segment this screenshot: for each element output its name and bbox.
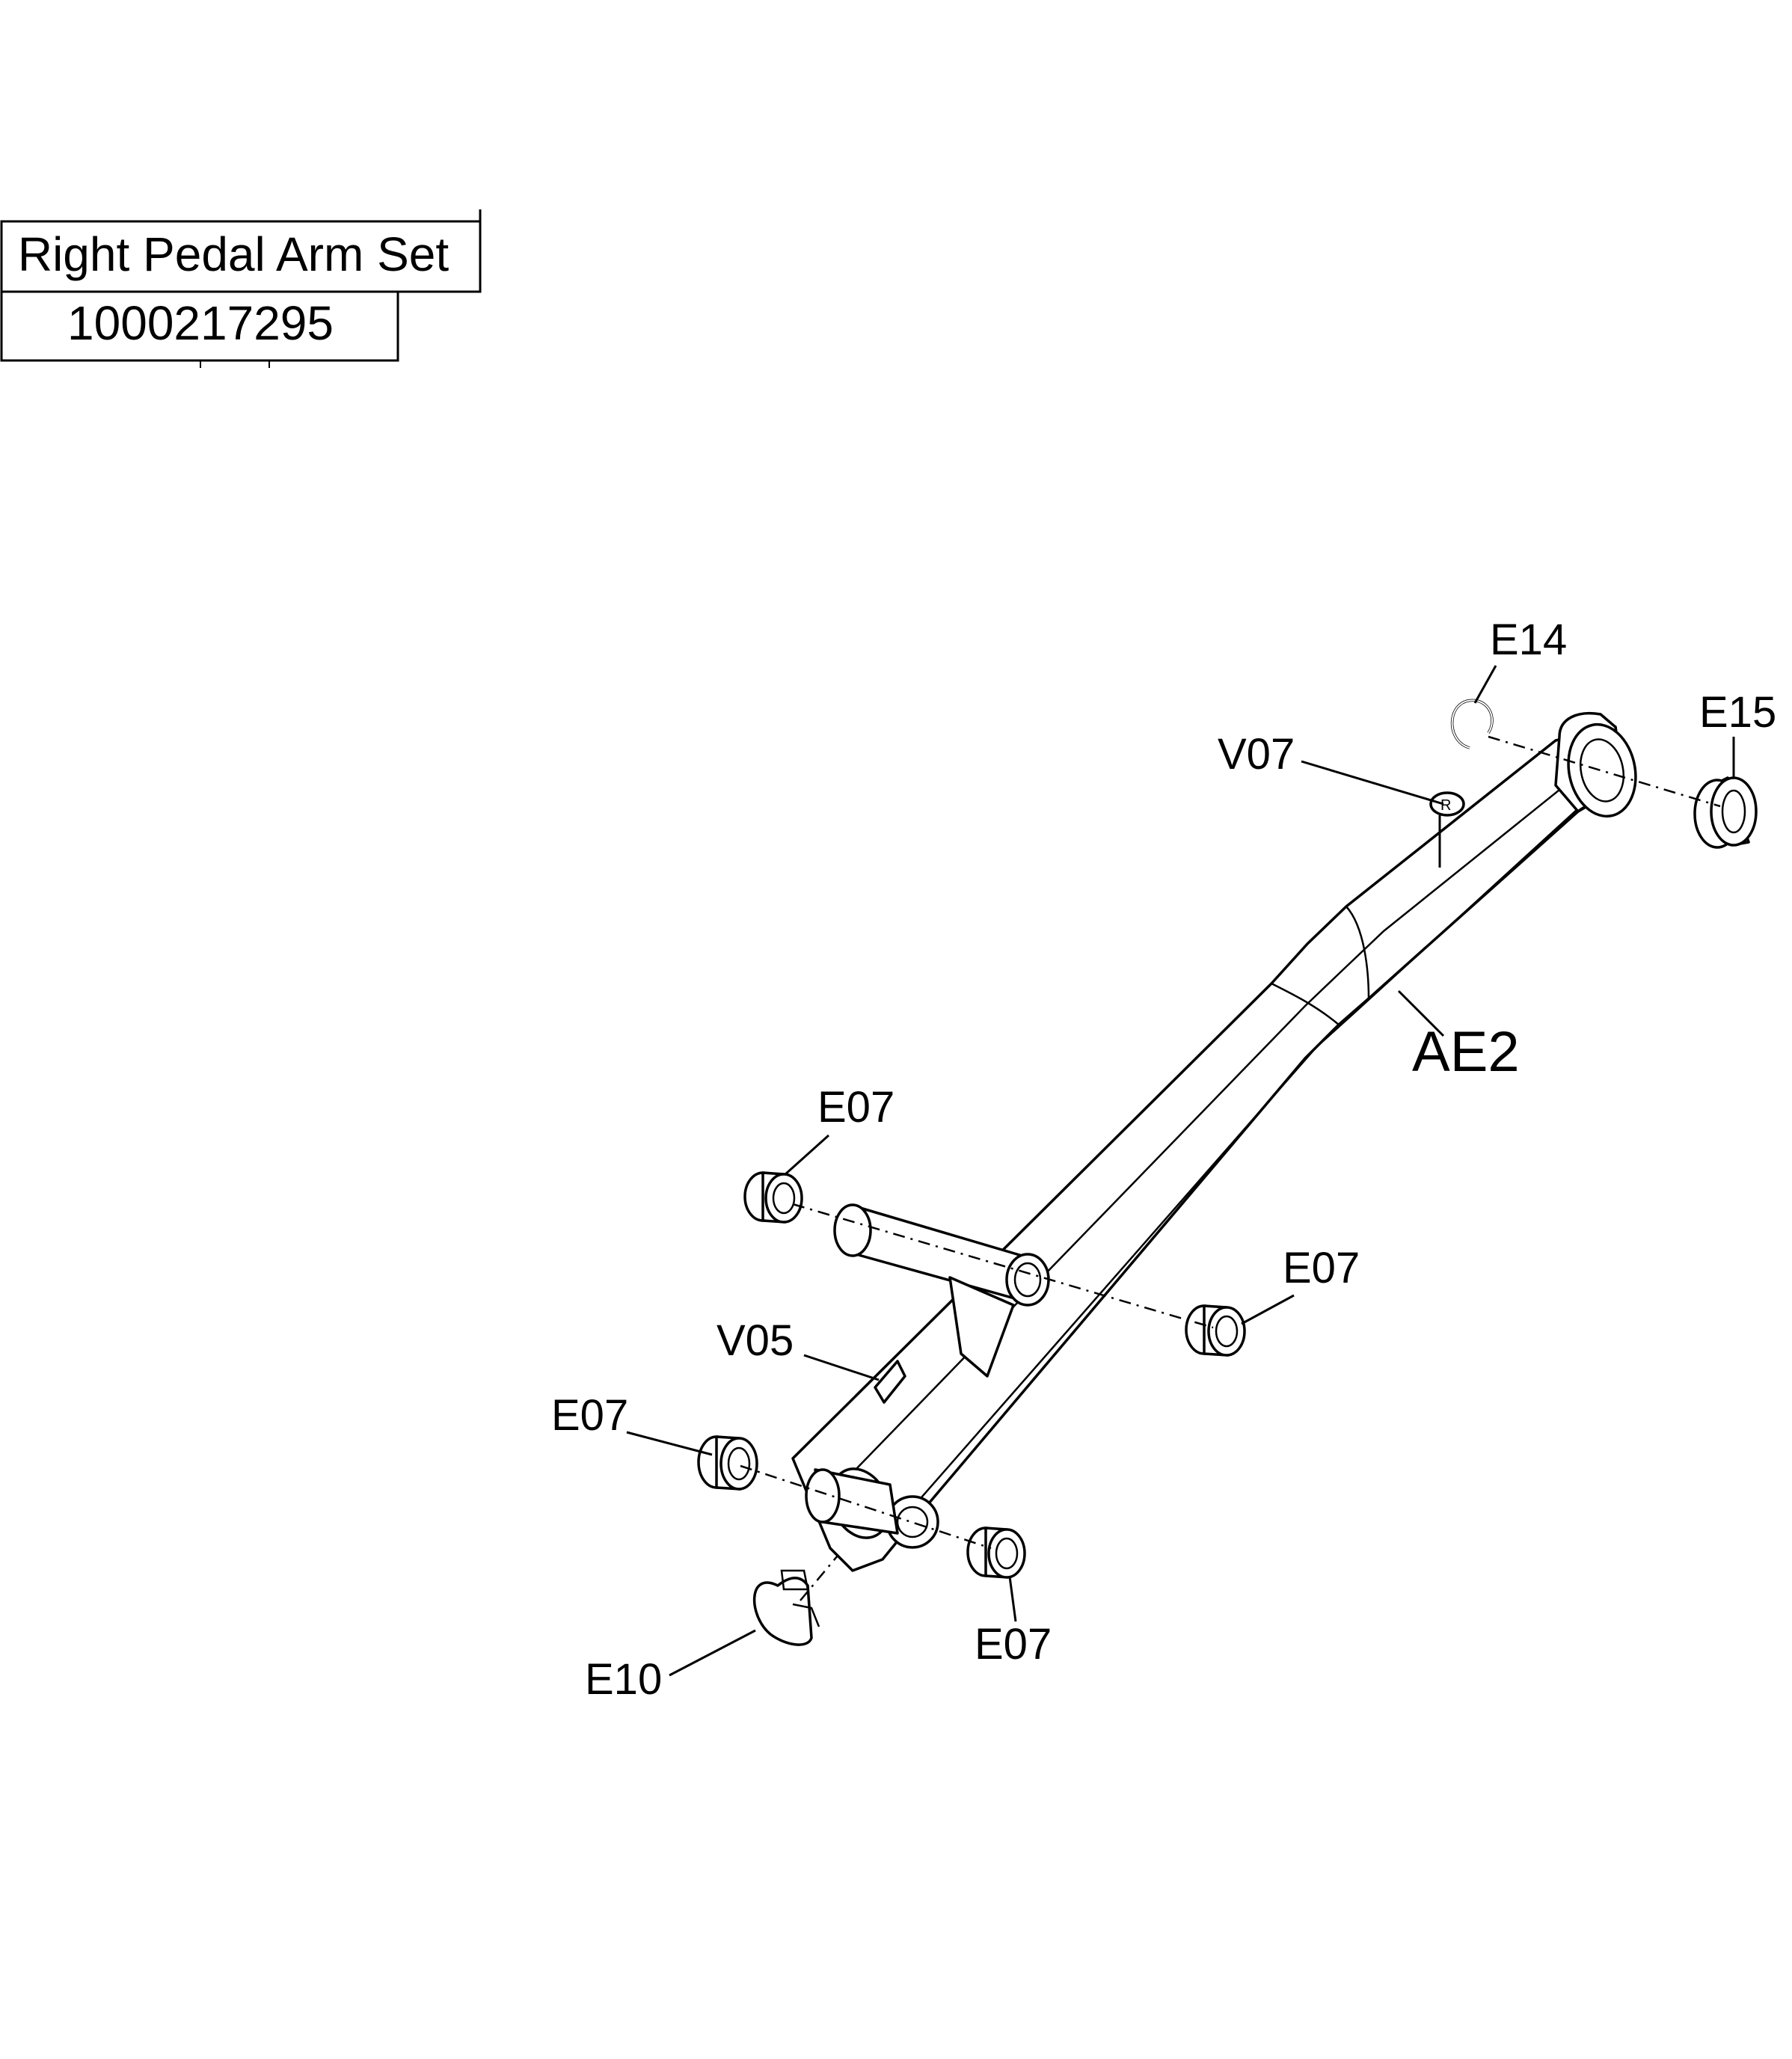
callout-v07: V07: [1218, 730, 1295, 779]
callout-e07-left: E07: [551, 1391, 628, 1440]
retaining-clip-e14: [1450, 699, 1494, 749]
svg-text:R: R: [1440, 797, 1451, 814]
leader-lines: [626, 665, 1735, 1677]
callout-ae2: AE2: [1412, 1020, 1520, 1084]
callout-e14: E14: [1490, 616, 1567, 664]
label-v05: [874, 1360, 906, 1404]
callout-e07-bottom: E07: [975, 1620, 1052, 1669]
title-name: Right Pedal Arm Set: [18, 227, 449, 281]
title-part-number: 1000217295: [67, 296, 334, 350]
bushing-e07-left: [697, 1435, 758, 1491]
bushing-e15: [1693, 776, 1758, 849]
pedal-arm-ae2: [791, 712, 1637, 1572]
callout-labels: E14 E15 V07 AE2 E07 E07 V05 E07 E07 E10: [551, 616, 1776, 1704]
end-cap-e10: [753, 1569, 820, 1646]
callout-e10: E10: [585, 1655, 662, 1704]
callout-e07-right: E07: [1283, 1244, 1360, 1292]
center-lines: [740, 735, 1721, 1601]
label-sticker-v07: R: [1429, 791, 1465, 817]
callout-e07-top: E07: [817, 1083, 895, 1132]
callout-v05: V05: [717, 1316, 794, 1365]
bushing-e07-top: [743, 1171, 803, 1224]
bushing-e07-right: [1185, 1304, 1246, 1357]
callout-e15: E15: [1699, 688, 1776, 737]
bushing-e07-bottom: [966, 1526, 1026, 1579]
title-block: Right Pedal Arm Set 1000217295: [0, 209, 482, 368]
